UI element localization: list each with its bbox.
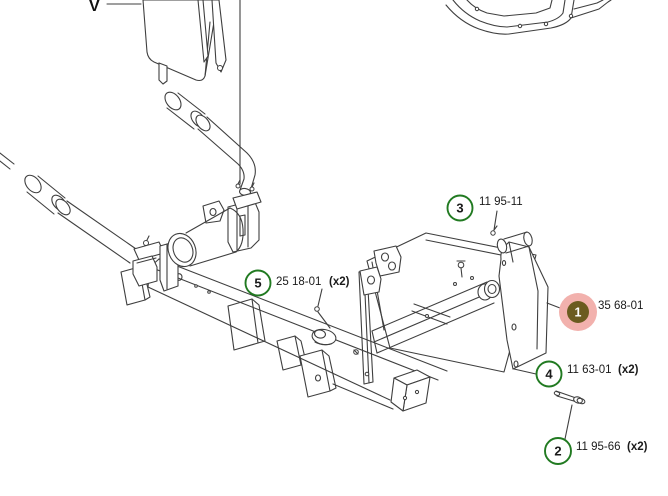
callout-3-number: 3 — [456, 201, 463, 216]
main-frame-beam — [147, 258, 448, 412]
upper-handlebar — [164, 91, 262, 210]
hinge-ears — [359, 245, 402, 296]
callouts: 3 11 95-11 5 25 18-01 (x2) 1 35 68-01 4 … — [244, 194, 648, 465]
part-number-1: 35 68-01 — [598, 300, 643, 312]
fasteners — [314, 225, 586, 405]
leader-3 — [493, 210, 498, 231]
callout-5-number: 5 — [254, 276, 261, 291]
part-qty-5: (x2) — [329, 276, 350, 288]
leader-2 — [564, 404, 573, 440]
callout-2-number: 2 — [554, 444, 561, 459]
leader-4 — [513, 368, 537, 375]
center-bracket — [202, 199, 260, 253]
leader-5b — [317, 311, 331, 329]
leader-1 — [546, 302, 561, 309]
support-cylinder — [167, 207, 244, 268]
callout-3-badge[interactable]: 3 — [446, 194, 474, 222]
view-arrow: V — [89, 0, 142, 15]
callout-5-badge[interactable]: 5 — [244, 269, 272, 297]
leader-5 — [317, 288, 323, 307]
clevis-pin — [553, 390, 586, 405]
callout-4-number: 4 — [545, 367, 553, 382]
part-qty-4: (x2) — [618, 364, 639, 376]
part-number-4: 11 63-01 — [567, 364, 612, 376]
part-qty-2: (x2) — [627, 441, 648, 453]
callout-1-badge-highlighted[interactable]: 1 — [559, 293, 597, 331]
hanging-tabs — [120, 266, 337, 398]
callout-4-badge[interactable]: 4 — [535, 360, 563, 388]
screw-3 — [490, 230, 496, 236]
callout-1-number: 1 — [575, 306, 582, 320]
side-plate — [496, 231, 549, 370]
cross-rail — [371, 260, 501, 354]
chassis-cover — [445, 0, 612, 35]
part-number-5: 25 18-01 — [276, 276, 321, 288]
console-bracket — [142, 0, 227, 85]
view-label: V — [89, 0, 100, 15]
lower-handlebar — [0, 152, 140, 264]
callout-2-badge[interactable]: 2 — [544, 437, 572, 465]
part-number-3: 11 95-11 — [479, 196, 523, 208]
screw-5 — [314, 306, 320, 312]
slot-plate — [311, 328, 359, 355]
part-number-2: 11 95-66 — [576, 441, 621, 453]
callout-leaders — [317, 210, 573, 440]
